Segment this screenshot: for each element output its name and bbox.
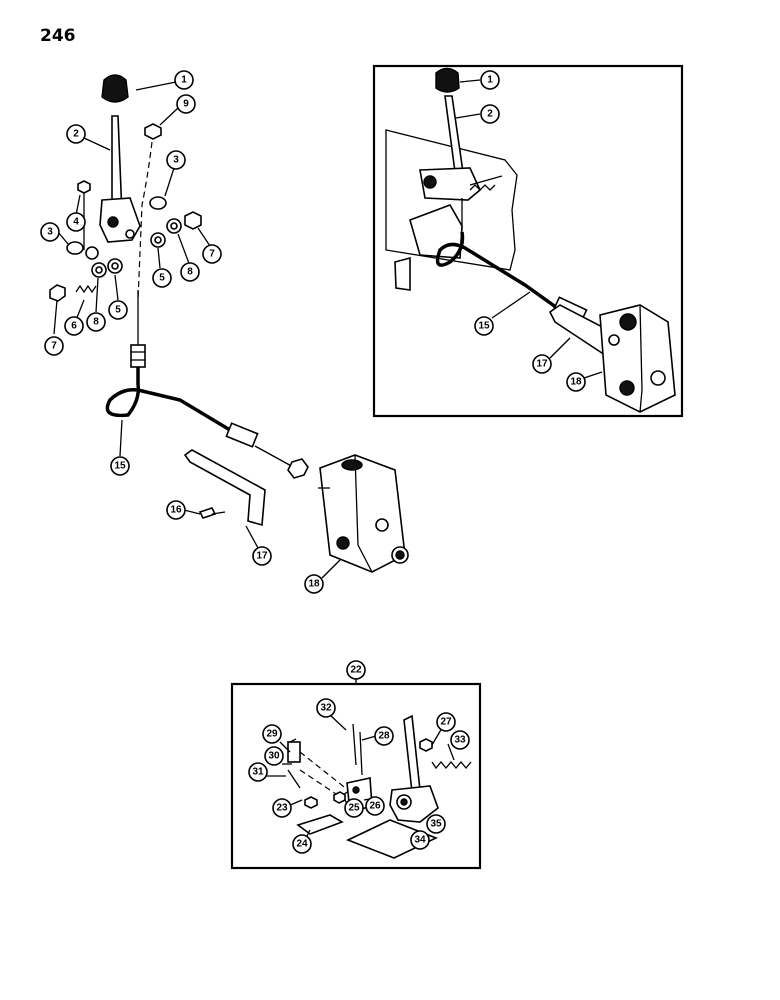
part-callout-8: 8	[86, 312, 106, 332]
part-callout-label: 1	[181, 75, 187, 86]
main-callout-group: 1 9 2 3 4 3 5 8 7 7 6 8 5 15 16 17 18	[40, 70, 324, 594]
part-callout-3: 3	[40, 222, 60, 242]
page-number: 246	[40, 26, 76, 46]
part-callout-label: 32	[320, 703, 332, 714]
part-callout-24: 24	[292, 834, 312, 854]
part-callout-7: 7	[44, 336, 64, 356]
part-callout-label: 8	[93, 317, 99, 328]
control-cable	[105, 384, 231, 432]
part-callout-label: 31	[252, 767, 264, 778]
part-callout-17: 17	[252, 546, 272, 566]
part-callout-label: 1	[487, 75, 493, 86]
inset-box	[372, 64, 684, 418]
part-callout-16: 16	[166, 500, 186, 520]
part-callout-label: 7	[51, 341, 57, 352]
part-callout-label: 6	[71, 321, 77, 332]
part-callout-label: 2	[487, 109, 493, 120]
part-callout-label: 3	[173, 155, 179, 166]
part-callout-34: 34	[410, 830, 430, 850]
part-callout-17: 17	[532, 354, 552, 374]
part-callout-label: 9	[183, 99, 189, 110]
part-callout-label: 22	[350, 665, 362, 676]
part-callout-label: 5	[159, 273, 165, 284]
part-callout-label: 5	[115, 305, 121, 316]
part-callout-27: 27	[436, 712, 456, 732]
part-callout-label: 4	[73, 217, 79, 228]
part-callout-label: 24	[296, 839, 308, 850]
part-callout-33: 33	[450, 730, 470, 750]
part-callout-label: 26	[369, 801, 381, 812]
part-callout-30: 30	[264, 746, 284, 766]
part-callout-label: 15	[478, 321, 490, 332]
part-callout-label: 30	[268, 751, 280, 762]
part-callout-1: 1	[480, 70, 500, 90]
part-callout-label: 2	[73, 129, 79, 140]
part-callout-2: 2	[66, 124, 86, 144]
inset-callouts	[455, 79, 603, 379]
part-callout-label: 16	[170, 505, 182, 516]
part-callout-23: 23	[272, 798, 292, 818]
detail-callout-group: 22 32 28 27 29 30 33 31 23 25 26 24 34 35	[248, 660, 470, 854]
part-callout-label: 28	[378, 731, 390, 742]
part-callout-28: 28	[374, 726, 394, 746]
part-callout-5: 5	[108, 300, 128, 320]
part-callout-2: 2	[480, 104, 500, 124]
main-callouts	[53, 81, 341, 579]
part-callout-5: 5	[152, 268, 172, 288]
part-callout-15: 15	[474, 316, 494, 336]
installed-assembly-inset	[385, 67, 676, 413]
part-callout-label: 25	[348, 803, 360, 814]
part-callout-label: 3	[47, 227, 53, 238]
part-callout-4: 4	[66, 212, 86, 232]
part-callout-9: 9	[176, 94, 196, 114]
exploded-lever-assembly	[49, 74, 409, 573]
part-callout-6: 6	[64, 316, 84, 336]
part-callout-26: 26	[365, 796, 385, 816]
part-callout-22: 22	[346, 660, 366, 680]
part-callout-label: 29	[266, 729, 278, 740]
part-callout-15: 15	[110, 456, 130, 476]
part-callout-29: 29	[262, 724, 282, 744]
part-callout-35: 35	[426, 814, 446, 834]
part-callout-label: 33	[454, 735, 466, 746]
part-callout-label: 15	[114, 461, 126, 472]
knob	[101, 74, 129, 103]
part-callout-label: 7	[209, 249, 215, 260]
part-callout-label: 18	[308, 579, 320, 590]
part-callout-1: 1	[174, 70, 194, 90]
part-callout-label: 17	[536, 359, 548, 370]
part-callout-18: 18	[566, 372, 586, 392]
lever-kit-detail	[287, 714, 472, 859]
part-callout-label: 18	[570, 377, 582, 388]
part-callout-31: 31	[248, 762, 268, 782]
part-callout-25: 25	[344, 798, 364, 818]
inset-callout-group: 1 2 15 17 18	[474, 70, 586, 392]
mounting-bracket	[183, 449, 266, 527]
part-callout-32: 32	[316, 698, 336, 718]
part-callout-label: 35	[430, 819, 442, 830]
part-callout-3: 3	[166, 150, 186, 170]
part-callout-label: 27	[440, 717, 452, 728]
part-callout-7: 7	[202, 244, 222, 264]
part-callout-label: 8	[187, 267, 193, 278]
part-callout-label: 34	[414, 835, 426, 846]
part-callout-label: 23	[276, 803, 288, 814]
part-callout-label: 17	[256, 551, 268, 562]
part-callout-8: 8	[180, 262, 200, 282]
part-callout-18: 18	[304, 574, 324, 594]
